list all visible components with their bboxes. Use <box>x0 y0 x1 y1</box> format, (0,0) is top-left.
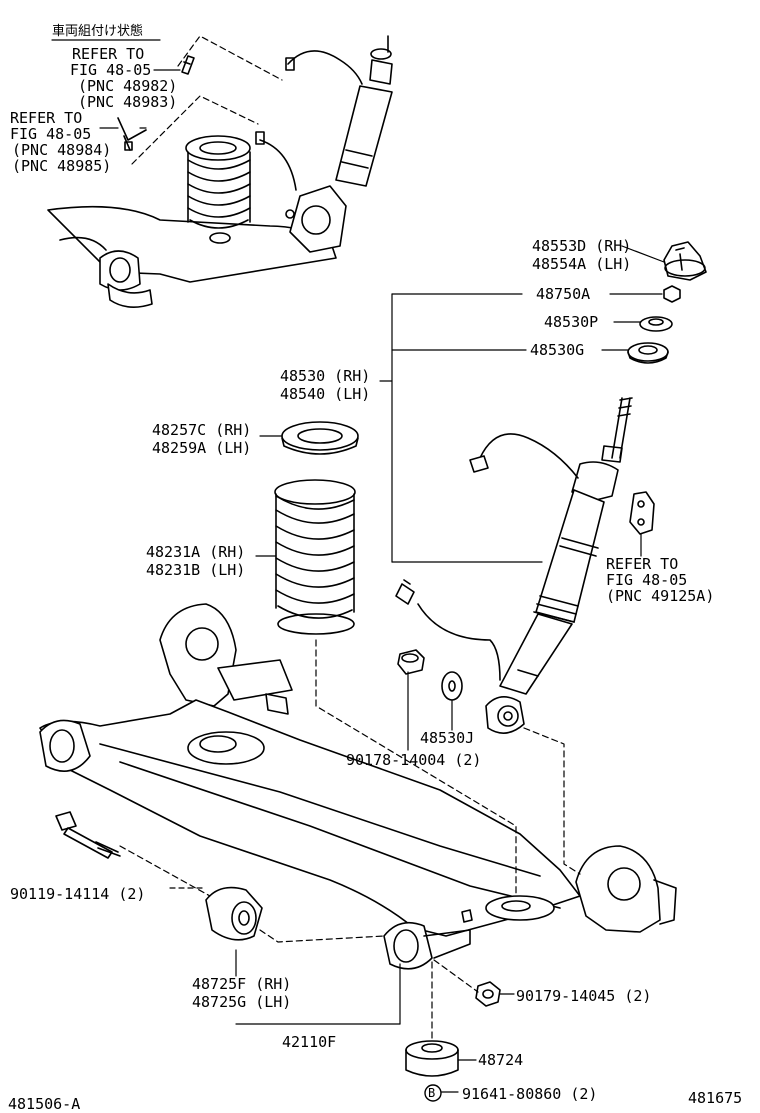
footer-right-code: 481675 <box>688 1089 743 1107</box>
label-collar-90178: 90178-14004 (2) <box>346 751 482 769</box>
refer-b-line-4: (PNC 48985) <box>12 157 112 175</box>
bracket-49125a <box>629 491 655 535</box>
inset-coil-spring <box>185 135 251 244</box>
washer-48530j <box>441 671 463 701</box>
inset-refer-a: REFER TO FIG 48-05 (PNC 48982) (PNC 4898… <box>70 45 177 110</box>
label-beam-42110f: 42110F <box>282 1033 337 1051</box>
refer-a-line-1: REFER TO <box>72 45 145 63</box>
nut-90179 <box>475 981 501 1007</box>
washer-48530p <box>639 316 673 332</box>
label-spring-lh: 48231B (LH) <box>146 561 246 579</box>
label-nut-90179: 90179-14045 (2) <box>516 987 652 1005</box>
label-insulator-lh: 48259A (LH) <box>152 439 252 457</box>
bolt-90119 <box>55 811 121 859</box>
bound-bumper-48553d <box>663 241 707 281</box>
refer-a-line-2: FIG 48-05 <box>70 61 152 79</box>
label-bolt-90119: 90119-14114 (2) <box>10 885 146 903</box>
spring-insulator-48257c <box>281 421 359 455</box>
footer-left-code: 481506-A <box>8 1095 81 1113</box>
label-bumper-lh: 48554A (LH) <box>532 255 632 273</box>
collar-90178 <box>397 649 425 675</box>
label-nut-48750a: 48750A <box>536 285 591 303</box>
label-bumper-rh: 48553D (RH) <box>532 237 632 255</box>
bolt-b-marker-circle <box>424 1084 442 1102</box>
bracket-refer-line-1: REFER TO <box>606 555 679 573</box>
inset-shock-absorber <box>255 35 393 253</box>
label-absorber-rh: 48530 (RH) <box>280 367 371 385</box>
label-stopper-48724: 48724 <box>478 1051 524 1069</box>
refer-b-line-1: REFER TO <box>10 109 83 127</box>
label-insulator-rh: 48257C (RH) <box>152 421 252 439</box>
cushion-48530g <box>627 342 669 364</box>
axle-beam-42110f <box>39 603 677 970</box>
inset-hose-fitting-a <box>181 55 195 75</box>
label-cushion-48530g: 48530G <box>530 341 585 359</box>
inset-assembly-illustration <box>47 35 393 308</box>
label-bolt-b-marker: B <box>428 1086 436 1100</box>
bracket-refer-line-3: (PNC 49125A) <box>606 587 715 605</box>
bushing-48725f <box>205 886 263 941</box>
coil-spring-48231a <box>274 479 356 635</box>
inset-title: 車両組付け状態 <box>52 24 144 39</box>
refer-b-line-3: (PNC 48984) <box>12 141 112 159</box>
bracket-refer-line-2: FIG 48-05 <box>606 571 688 589</box>
inset-hose-fitting-b <box>117 117 147 151</box>
label-bracket-refer: REFER TO FIG 48-05 (PNC 49125A) <box>606 556 714 604</box>
label-washer-48530p: 48530P <box>544 313 599 331</box>
refer-a-line-3: (PNC 48982) <box>78 77 178 95</box>
leader-lines <box>99 69 665 1093</box>
label-bolt-91641: 91641-80860 (2) <box>462 1085 598 1103</box>
label-absorber-lh: 48540 (LH) <box>280 385 371 403</box>
stopper-48724 <box>405 1040 459 1077</box>
shock-absorber-48530 <box>395 397 633 734</box>
refer-b-line-2: FIG 48-05 <box>10 125 92 143</box>
assembly-dash-lines <box>119 639 581 1041</box>
label-spring-rh: 48231A (RH) <box>146 543 246 561</box>
nut-48750a <box>663 285 681 303</box>
refer-a-line-4: (PNC 48983) <box>78 93 178 111</box>
label-washer-48530j: 48530J <box>420 729 475 747</box>
inset-refer-b: REFER TO FIG 48-05 (PNC 48984) (PNC 4898… <box>10 109 112 175</box>
label-bushing-lh: 48725G (LH) <box>192 993 292 1011</box>
label-bushing-rh: 48725F (RH) <box>192 975 292 993</box>
